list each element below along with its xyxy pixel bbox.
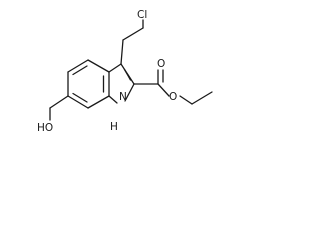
hydroxymethyl-group: [49, 95, 69, 121]
benzene-ring: [67, 59, 110, 109]
molecule-diagram: Cl O O N H HO: [37, 9, 213, 134]
pyrrole-ring: [108, 63, 135, 104]
nitrogen-label: N: [119, 91, 127, 103]
chloroethyl-chain: [120, 19, 144, 65]
carbonyl-oxygen-label: O: [157, 58, 165, 70]
nitrogen-hydrogen-label: H: [110, 121, 118, 133]
hydroxyl-label: HO: [37, 122, 53, 134]
ester-group: [133, 69, 213, 105]
ester-oxygen-label: O: [169, 91, 177, 103]
chlorine-label: Cl: [137, 9, 147, 21]
structure-canvas: Cl O O N H HO: [0, 0, 225, 159]
